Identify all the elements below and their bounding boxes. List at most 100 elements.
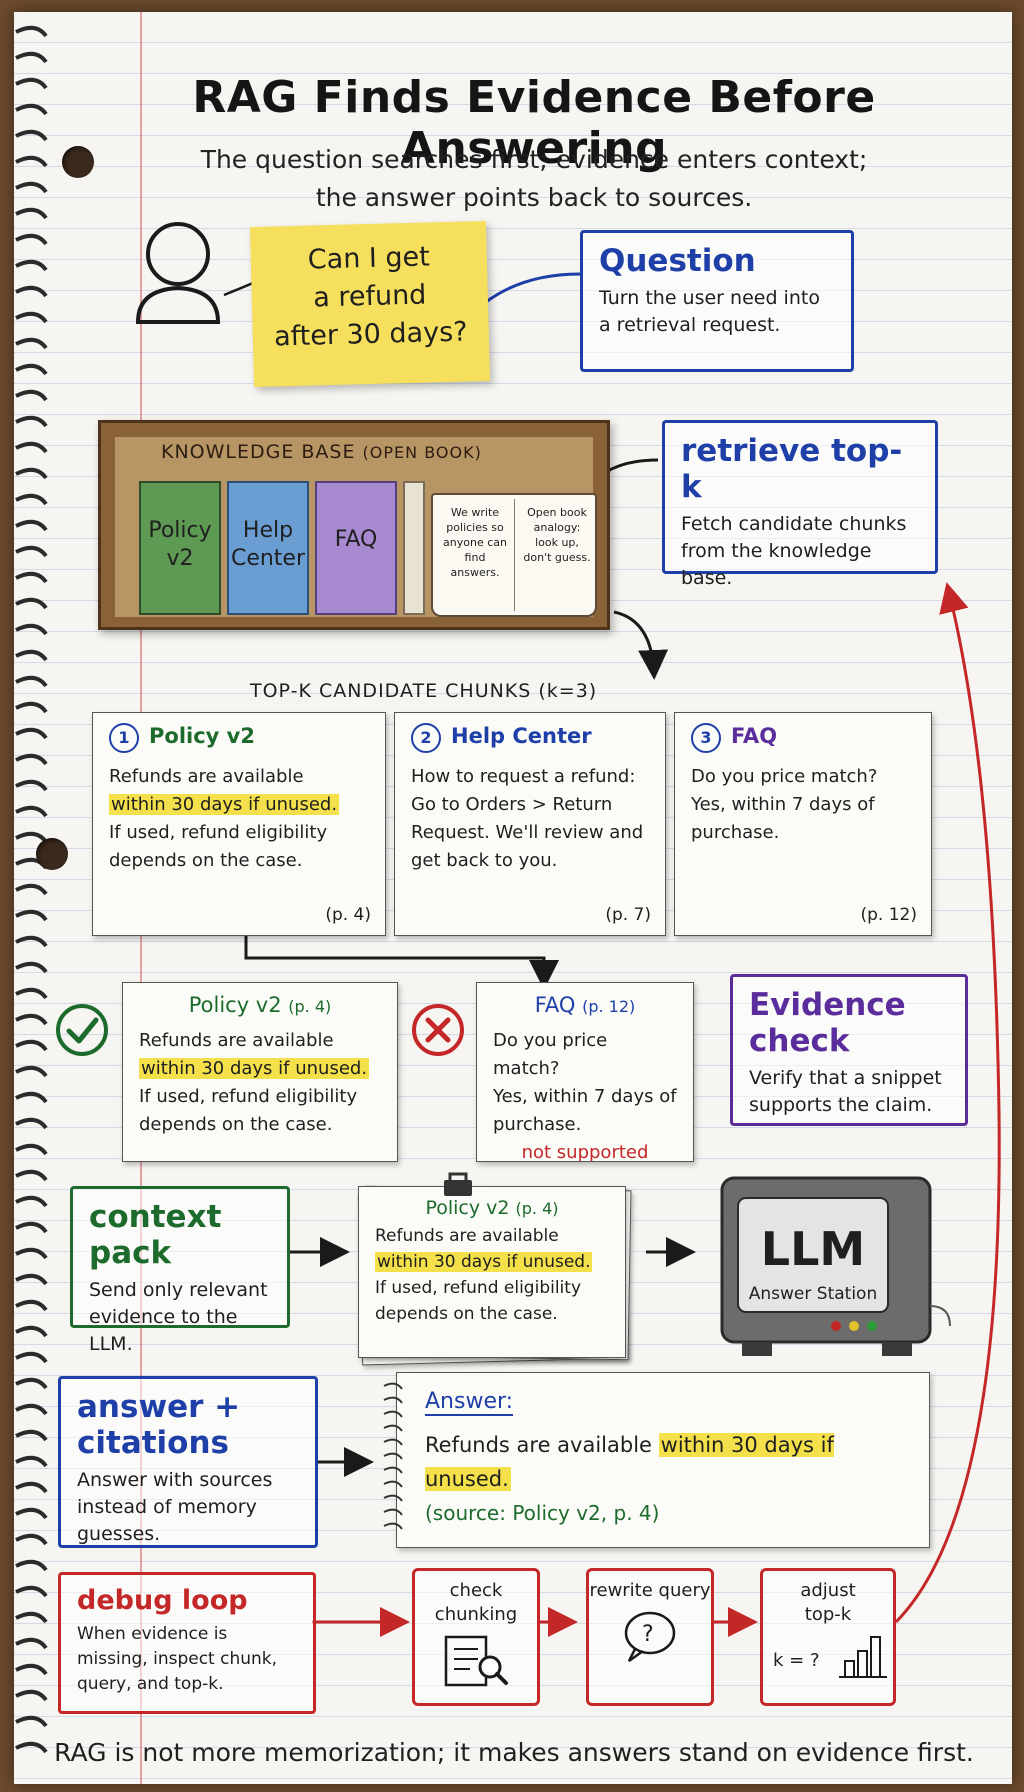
evidence-text: Do you price match? [493,1030,608,1079]
spiral-ring [15,805,48,818]
spiral-ring [15,883,48,896]
verified-evidence-card: Policy v2 (p. 4) Refunds are available w… [122,982,398,1162]
spiral-ring [15,675,48,688]
spiral-ring [15,909,48,922]
book-spine-blank [403,481,425,615]
notepad-ring [383,1410,403,1418]
book-policy-v2: Policy v2 [139,481,221,615]
spiral-ring [15,103,48,116]
chunk-number-badge: 2 [411,723,441,753]
k-value-label: k = ? [773,1650,820,1671]
subtitle-line-1: The question searches first; evidence en… [200,145,868,174]
spiral-ring [15,1689,48,1702]
debug-step-label: check chunking [434,1580,518,1625]
notepad-ring [383,1396,403,1404]
open-book: We write policies so anyone can find ans… [431,493,597,617]
spiral-ring [15,1663,48,1676]
chunk-text-rest: Yes, within 7 days of purchase. [691,794,875,843]
question-box-text: Turn the user need into a retrieval requ… [599,287,820,336]
book-help-center: Help Center [227,481,309,615]
spiral-ring [15,753,48,766]
llm-monitor-icon [720,1176,951,1356]
question-box-heading: Question [599,243,756,279]
chunks-arrow [613,610,669,680]
answer-citations-heading: answer + citations [77,1389,241,1461]
notepad-spiral [383,1382,403,1530]
punch-hole [36,838,68,870]
context-pack-heading: context pack [89,1199,222,1271]
answer-citations-box: answer + citations Answer with sources i… [58,1376,318,1548]
spiral-ring [15,1013,48,1026]
debug-step-check-chunking: check chunking [412,1568,540,1706]
spiral-ring [15,1741,48,1754]
spiral-ring [15,1325,48,1338]
spiral-ring [15,1533,48,1546]
notepad-ring [383,1522,403,1530]
spiral-ring [15,467,48,480]
answer-label: Answer: [425,1389,514,1416]
retrieve-box-text: Fetch candidate chunks from the knowledg… [681,513,907,589]
spiral-ring [15,519,48,532]
evidence-text-rest: If used, refund eligibility depends on t… [139,1086,358,1135]
spiral-ring [15,337,48,350]
spiral-ring [15,701,48,714]
sticky-line-3: after 30 days? [273,316,468,353]
evidence-check-box: Evidence check Verify that a snippet sup… [730,974,968,1126]
chunk-title: FAQ [731,724,778,748]
evidence-text: Refunds are available [139,1030,334,1051]
notepad-ring [383,1438,403,1446]
spiral-ring [15,779,48,792]
spiral-ring [15,1715,48,1728]
spiral-ring [15,571,48,584]
evidence-check-heading: Evidence check [749,987,906,1059]
spiral-ring [15,1065,48,1078]
answer-citations-text: Answer with sources instead of memory gu… [77,1469,273,1545]
spiral-ring [15,441,48,454]
spiral-ring [15,545,48,558]
answer-text: Refunds are available [425,1433,652,1457]
punch-hole [62,146,94,178]
user-icon [135,222,221,324]
open-book-left-text: We write policies so anyone can find ans… [443,506,507,579]
spiral-ring [15,259,48,272]
spiral-ring [15,1481,48,1494]
debug-loop-box: debug loop When evidence is missing, ins… [58,1572,316,1714]
spiral-ring [15,77,48,90]
spiral-ring [15,1039,48,1052]
spiral-ring [15,311,48,324]
subtitle-line-2: the answer points back to sources. [315,183,753,212]
bar-chart-icon [839,1636,887,1678]
debug-step-adjust-top-k: adjust top-k k = ? [760,1568,896,1706]
spiral-ring [15,935,48,948]
chunks-label: TOP-K CANDIDATE CHUNKS (k=3) [250,680,598,702]
chunk-page: (p. 7) [605,905,651,925]
chunk-page: (p. 4) [325,905,371,925]
notepad-ring [383,1424,403,1432]
spiral-ring [15,389,48,402]
spiral-ring [15,207,48,220]
spiral-ring [15,1195,48,1208]
notepad-ring [383,1466,403,1474]
spiral-ring [15,129,48,142]
context-card: Policy v2 (p. 4) Refunds are available w… [358,1186,626,1358]
spiral-binding [15,25,48,1754]
spiral-ring [15,1169,48,1182]
chunk-text: Do you price match? [691,766,878,787]
spiral-ring [15,363,48,376]
notebook-page: RAG Finds Evidence Before Answering The … [14,12,1012,1784]
context-text-rest: If used, refund eligibility depends on t… [375,1278,582,1324]
notepad-ring [383,1480,403,1488]
question-bubble-icon: ? [624,1611,676,1663]
spiral-ring [15,155,48,168]
question-connector [485,272,581,304]
chunk-number-badge: 1 [109,723,139,753]
evidence-check-text: Verify that a snippet supports the claim… [749,1067,942,1116]
spiral-ring [15,1559,48,1572]
spiral-ring [15,987,48,1000]
cross-icon [412,1004,464,1056]
rejected-evidence-card: FAQ (p. 12) Do you price match? Yes, wit… [476,982,694,1163]
notepad-ring [383,1382,403,1390]
llm-title: LLM [760,1222,866,1276]
